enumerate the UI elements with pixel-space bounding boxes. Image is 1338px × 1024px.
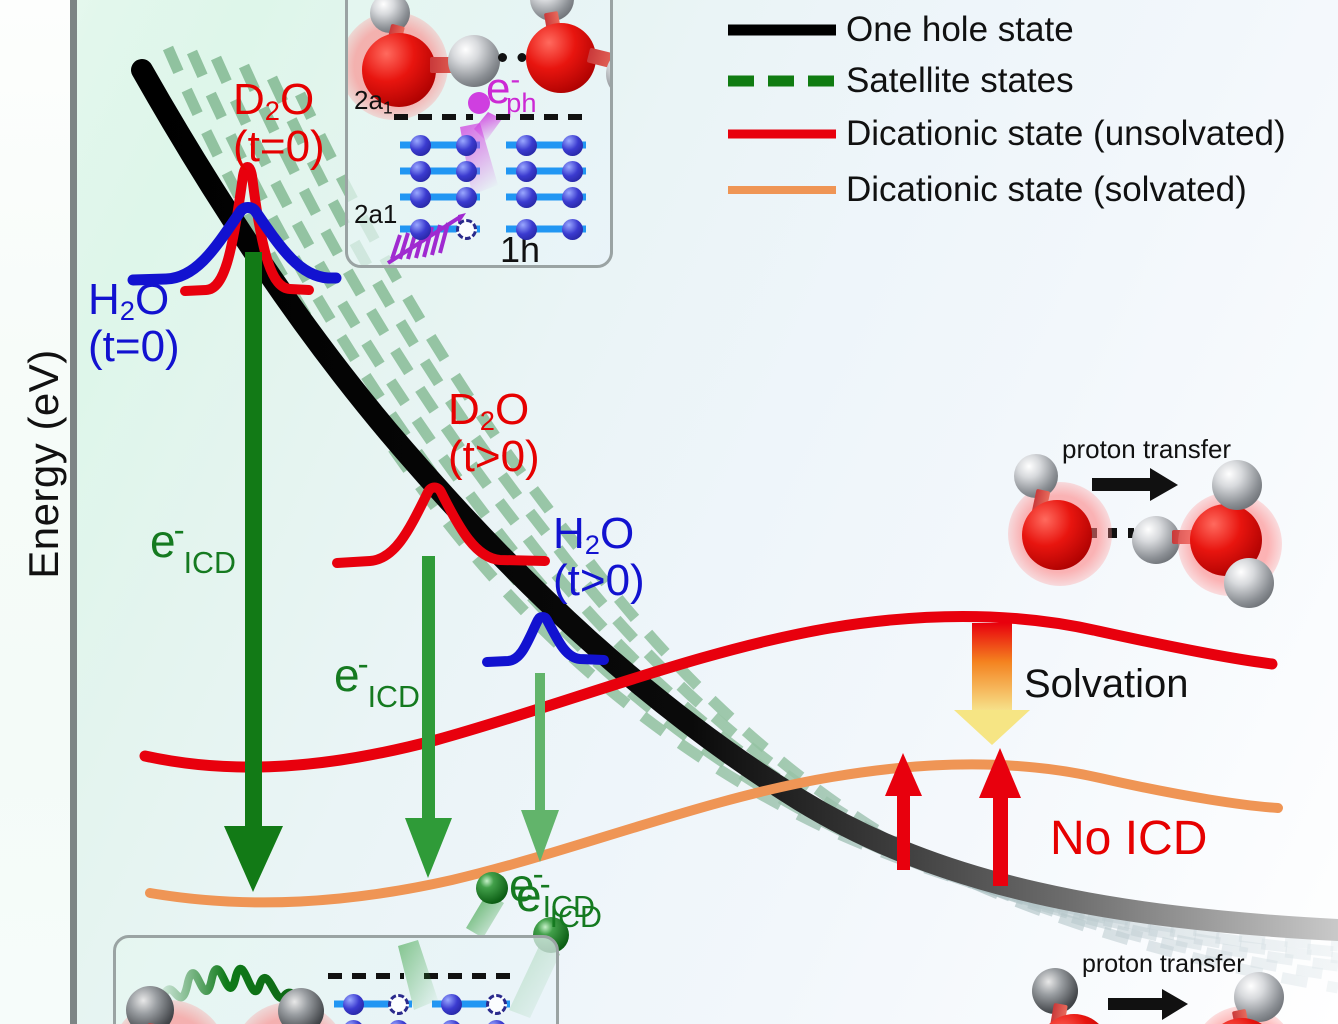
proton-transfer-diagram-bottom: proton transfer — [1010, 948, 1338, 1024]
peak-h2o-t0 — [127, 202, 342, 286]
electron — [441, 1020, 462, 1024]
peak-d2o-t0 — [180, 162, 314, 296]
inset-one-hole-state: 2a1 2a1 1h e-ph — [345, 0, 613, 268]
arrow-eicd-2 — [405, 556, 452, 878]
energy-axis-line — [70, 0, 77, 1024]
label-no-icd: No ICD — [1050, 812, 1208, 865]
proton-transfer-arrow-bottom-svg — [1108, 989, 1188, 1020]
arrow-solvation — [954, 623, 1030, 745]
hydrogen-atom — [1212, 460, 1262, 510]
oxygen-atom — [1022, 500, 1092, 570]
label-d2o-t0: D2O (t=0) — [233, 75, 325, 171]
oxygen-atom — [1038, 1014, 1110, 1024]
label-eicd-ball: e-ICD — [516, 866, 602, 934]
label-solvation: Solvation — [1024, 662, 1189, 706]
electron — [562, 161, 583, 182]
legend-swatch-solid-black — [720, 4, 840, 55]
hydrogen-atom — [448, 35, 500, 87]
electron — [562, 187, 583, 208]
electron — [441, 994, 462, 1015]
hydrogen-atom — [1224, 558, 1274, 608]
label-2a1-upper: 2a1 — [354, 85, 393, 118]
legend-label: Dicationic state (solvated) — [846, 170, 1247, 209]
hydrogen-atom — [606, 49, 610, 99]
arrow-eicd-1 — [224, 252, 283, 892]
electron — [456, 135, 477, 156]
hydrogen-atom — [278, 988, 324, 1024]
hydrogen-atom — [126, 986, 174, 1024]
curve-dicationic-unsolvated — [139, 610, 1278, 773]
legend-swatch-solid-orange — [720, 162, 840, 218]
oxygen-atom — [526, 23, 596, 93]
electron — [388, 1020, 409, 1024]
electron — [562, 219, 583, 240]
legend-swatch-solid-red — [720, 106, 840, 162]
electron — [486, 1020, 507, 1024]
legend-item-dicationic-solvated[interactable]: Dicationic state (solvated) — [720, 162, 1320, 218]
label-d2o-tgt0: D2O (t>0) — [448, 385, 540, 481]
axis-margin — [0, 0, 72, 1024]
label-2a1-lower: 2a1 — [354, 199, 398, 229]
electron — [516, 161, 537, 182]
legend-label: One hole state — [846, 9, 1074, 49]
electron — [410, 219, 431, 240]
peak-d2o-tgt0 — [332, 482, 550, 568]
hydrogen-atom — [530, 0, 574, 21]
label-h2o-tgt0: H2O (t>0) — [553, 509, 645, 605]
electron — [343, 1020, 364, 1024]
electron — [410, 187, 431, 208]
label-h2o-t0: H2O (t=0) — [88, 275, 180, 371]
oxygen-atom — [1206, 1018, 1278, 1024]
inset-two-hole-state — [113, 935, 559, 1024]
electron — [562, 135, 583, 156]
proton-transfer-diagram-top: proton transfer — [1000, 430, 1338, 608]
legend-swatch-dashed-green — [720, 55, 840, 106]
label-eicd-2: e-ICD — [334, 646, 420, 714]
label-eicd-3: e-ICD — [509, 856, 595, 924]
label-e-ph: e-ph — [486, 64, 537, 118]
oxygen-atom — [362, 33, 436, 107]
electron — [343, 994, 364, 1015]
legend-item-satellite-states[interactable]: Satellite states — [720, 55, 1320, 106]
electron — [456, 187, 477, 208]
electron — [516, 187, 537, 208]
electron — [456, 161, 477, 182]
label-proton-transfer-top: proton transfer — [1062, 434, 1232, 464]
electron — [410, 135, 431, 156]
electron — [516, 135, 537, 156]
label-proton-transfer-bottom: proton transfer — [1082, 950, 1245, 978]
arrow-stabilization-1 — [885, 753, 922, 870]
label-eicd-1: e-ICD — [150, 512, 236, 580]
legend-label: Satellite states — [846, 60, 1074, 100]
curve-dicationic-solvated — [145, 759, 1283, 908]
legend-label: Dicationic state (unsolvated) — [846, 114, 1286, 153]
hydrogen-bond — [498, 53, 546, 62]
hole — [486, 994, 507, 1015]
legend: One hole state Satellite states Dication… — [720, 4, 1320, 218]
legend-item-dicationic-unsolvated[interactable]: Dicationic state (unsolvated) — [720, 106, 1320, 162]
hole — [388, 994, 409, 1015]
arrow-eicd-3 — [521, 673, 559, 862]
arrow-stabilization-2 — [979, 748, 1021, 886]
peak-h2o-tgt0 — [482, 612, 609, 667]
legend-item-one-hole-state[interactable]: One hole state — [720, 4, 1320, 55]
electron — [410, 161, 431, 182]
emitted-electron-icd — [466, 872, 508, 938]
electron — [516, 219, 537, 240]
hole — [456, 219, 477, 240]
